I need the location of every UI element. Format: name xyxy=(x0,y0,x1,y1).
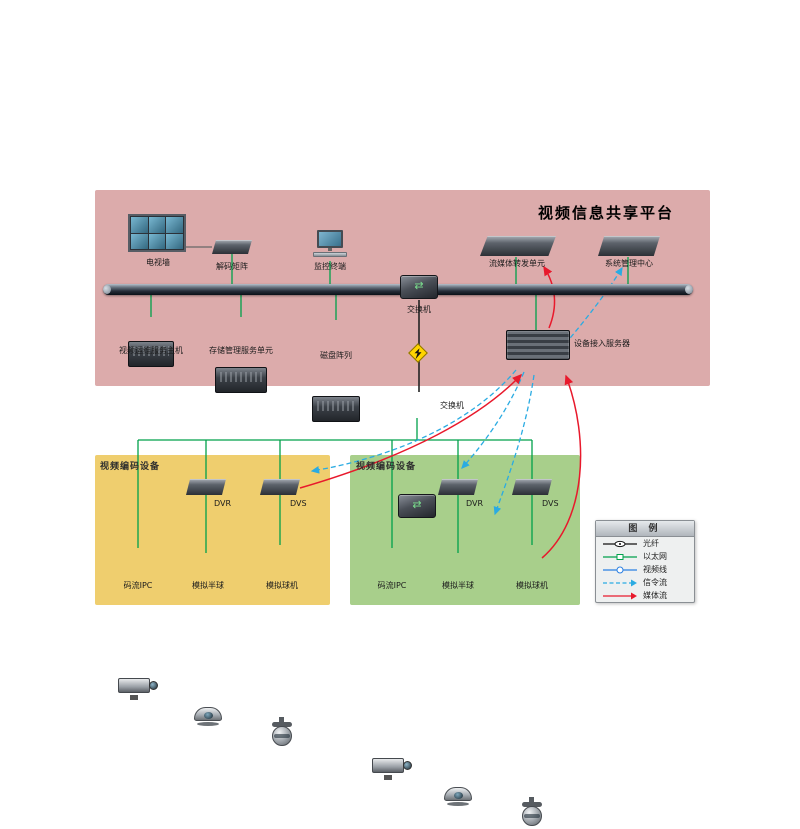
storage-mgmt-unit-icon xyxy=(215,367,267,393)
system-mgmt-center-label: 系统管理中心 xyxy=(605,259,653,268)
dvr-left-icon xyxy=(186,479,226,495)
ptz-right-label: 模拟球机 xyxy=(516,581,548,590)
switch-mid-label: 交换机 xyxy=(440,401,464,410)
ptz-camera-right-icon xyxy=(517,797,547,829)
tv-wall-label: 电视墙 xyxy=(146,258,170,267)
video-ops-host-icon xyxy=(128,341,174,367)
dvr-right-label: DVR xyxy=(466,499,484,508)
legend-title: 图 例 xyxy=(596,521,694,537)
dome-camera-right-icon xyxy=(443,785,473,807)
legend-label-signal: 信令流 xyxy=(643,578,667,587)
encoder-right-title: 视频编码设备 xyxy=(356,462,417,472)
disk-array-icon xyxy=(312,396,360,422)
legend-item-signal: 信令流 xyxy=(596,576,694,589)
monitor-terminal-icon xyxy=(313,230,347,257)
switch-top-label: 交换机 xyxy=(407,305,431,314)
ipc-camera-left-icon xyxy=(116,674,160,700)
monitor-terminal-label: 监控终端 xyxy=(314,262,346,271)
disk-array-label: 磁盘阵列 xyxy=(320,351,352,360)
legend-label-ethernet: 以太网 xyxy=(643,552,667,561)
stream-forward-unit-label: 流媒体转发单元 xyxy=(489,259,545,268)
backbone-bus xyxy=(103,284,693,295)
ipc-camera-right-icon xyxy=(370,754,414,780)
system-mgmt-center-icon xyxy=(598,236,660,256)
dvs-right-label: DVS xyxy=(542,499,559,508)
stream-forward-unit-icon xyxy=(480,236,556,256)
legend-label-video: 视频线 xyxy=(643,565,667,574)
storage-mgmt-unit-label: 存储管理服务单元 xyxy=(209,346,273,355)
legend-item-video: 视频线 xyxy=(596,563,694,576)
video-line-icon xyxy=(603,566,637,573)
ipc-right-label: 码流IPC xyxy=(377,581,407,590)
device-access-server-icon xyxy=(506,330,570,360)
legend-item-fiber: 光纤 xyxy=(596,537,694,550)
switch-top-icon xyxy=(400,275,438,299)
ipc-left-label: 码流IPC xyxy=(123,581,153,590)
signal-flow-icon xyxy=(603,579,637,586)
encoder-left-title: 视频编码设备 xyxy=(100,462,161,472)
dvs-right-icon xyxy=(512,479,552,495)
dome-camera-left-icon xyxy=(193,705,223,727)
legend-label-media: 媒体流 xyxy=(643,591,667,600)
device-access-server-label: 设备接入服务器 xyxy=(574,339,630,348)
network-diagram: 视频信息共享平台 电视墙 解码矩阵 监控终端 交换机 流媒体转发单元 系统管理中… xyxy=(0,0,800,800)
legend-label-fiber: 光纤 xyxy=(643,539,659,548)
ptz-camera-left-icon xyxy=(267,717,297,749)
dvs-left-icon xyxy=(260,479,300,495)
video-ops-host-label: 视频运维服务主机 xyxy=(119,346,183,355)
decoder-matrix-label: 解码矩阵 xyxy=(216,262,248,271)
lightning-icon xyxy=(408,343,428,363)
dvs-left-label: DVS xyxy=(290,499,307,508)
dvr-left-label: DVR xyxy=(214,499,232,508)
media-flow-icon xyxy=(603,592,637,599)
dvr-right-icon xyxy=(438,479,478,495)
ethernet-line-icon xyxy=(603,553,637,560)
legend-box: 图 例 光纤 以太网 视频线 xyxy=(595,520,695,603)
legend-item-media: 媒体流 xyxy=(596,589,694,602)
legend-item-ethernet: 以太网 xyxy=(596,550,694,563)
decoder-matrix-icon xyxy=(212,240,252,254)
fiber-line-icon xyxy=(603,540,637,547)
tv-wall-icon xyxy=(128,214,186,252)
dome-right-label: 模拟半球 xyxy=(442,581,474,590)
switch-mid-icon xyxy=(398,494,436,518)
ptz-left-label: 模拟球机 xyxy=(266,581,298,590)
diagram-title: 视频信息共享平台 xyxy=(538,204,675,222)
dome-left-label: 模拟半球 xyxy=(192,581,224,590)
